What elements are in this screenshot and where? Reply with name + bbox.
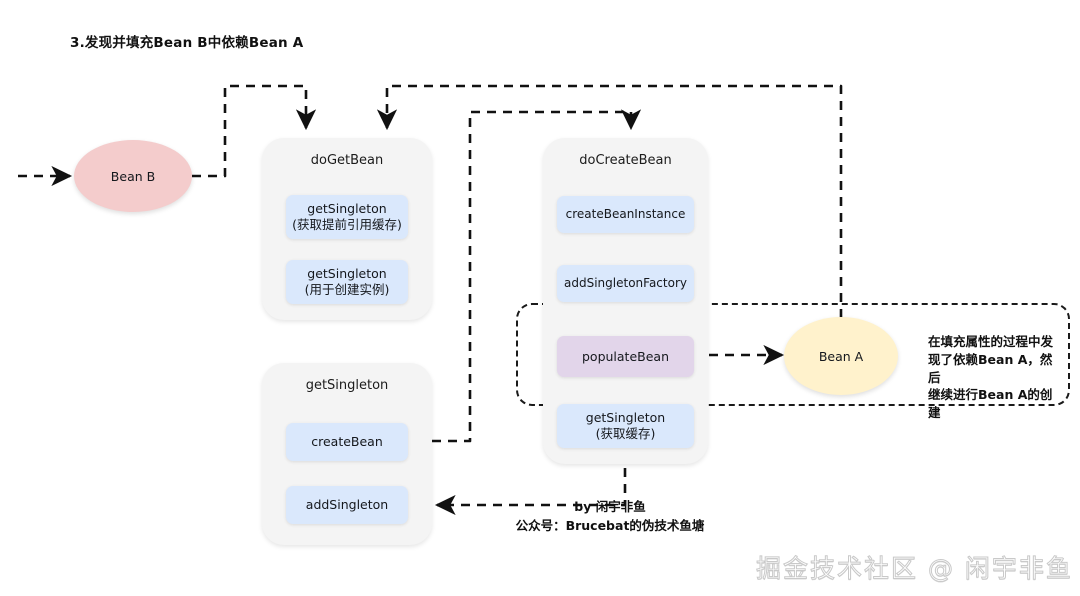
step-line1: populateBean	[581, 348, 669, 364]
dependency-region-box	[516, 303, 1070, 406]
node-bean-b-label: Bean B	[110, 168, 156, 184]
step-line1: addSingleton	[305, 497, 389, 512]
step-line1: getSingleton	[585, 410, 666, 425]
step-line1: getSingleton	[307, 201, 387, 216]
annotation-text: 在填充属性的过程中发 现了依赖Bean A，然后 继续进行Bean A的创建	[928, 334, 1054, 420]
step-getsingleton-createinstance[interactable]: getSingleton (用于创建实例)	[286, 260, 408, 304]
step-line1: getSingleton	[307, 266, 387, 281]
step-addsingletonfactory[interactable]: addSingletonFactory	[557, 265, 694, 302]
step-populatebean[interactable]: populateBean	[557, 336, 694, 377]
step-line2: (用于创建实例)	[304, 282, 390, 297]
step-line1: createBeanInstance	[565, 206, 686, 221]
card-docreatebean-title: doCreateBean	[579, 153, 672, 168]
card-docreatebean[interactable]: doCreateBean createBeanInstance addSingl…	[543, 138, 708, 464]
card-dogetbean[interactable]: doGetBean getSingleton (获取提前引用缓存) getSin…	[262, 138, 432, 320]
watermark: 掘金技术社区 @ 闲宇非鱼	[756, 554, 1073, 584]
step-line1: createBean	[311, 434, 383, 449]
card-getsingleton[interactable]: getSingleton createBean addSingleton	[262, 363, 432, 545]
page-title: 3.发现并填充Bean B中依赖Bean A	[70, 35, 304, 51]
step-getsingleton-cache[interactable]: getSingleton (获取缓存)	[557, 404, 694, 448]
footer-account: 公众号：Brucebat的伪技术鱼塘	[515, 517, 705, 533]
card-getsingleton-title: getSingleton	[305, 378, 389, 393]
footer-author: by 闲宇非鱼	[574, 499, 646, 514]
node-bean-a-label: Bean A	[818, 348, 864, 364]
node-bean-a[interactable]: Bean A	[784, 317, 898, 395]
card-dogetbean-title: doGetBean	[310, 153, 384, 168]
step-createbeaninstance[interactable]: createBeanInstance	[557, 196, 694, 233]
step-addsingleton[interactable]: addSingleton	[286, 486, 408, 524]
step-line2: (获取提前引用缓存)	[292, 217, 402, 232]
step-createbean[interactable]: createBean	[286, 423, 408, 461]
node-bean-b[interactable]: Bean B	[74, 140, 192, 212]
step-line2: (获取缓存)	[595, 426, 656, 441]
step-getsingleton-earlyref[interactable]: getSingleton (获取提前引用缓存)	[286, 195, 408, 239]
step-line1: addSingletonFactory	[564, 275, 687, 290]
